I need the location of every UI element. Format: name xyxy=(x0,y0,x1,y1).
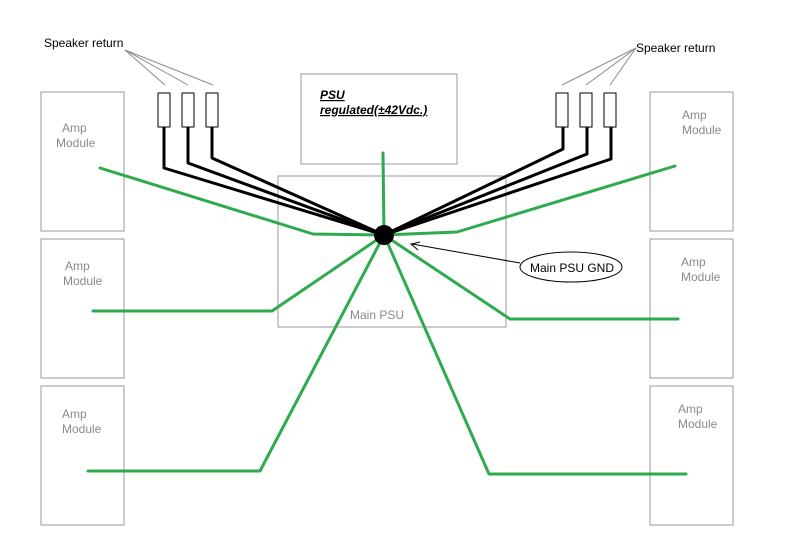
speaker-terminal xyxy=(579,92,593,128)
amp-module-right-middle: Amp Module xyxy=(649,238,734,379)
amp-module-label-line1: Amp xyxy=(678,402,703,416)
speaker-return-label-left: Speaker return xyxy=(44,36,123,50)
ground-wire-regulated-psu xyxy=(381,151,386,237)
amp-module-right-bottom: Amp Module xyxy=(649,385,734,526)
speaker-wire-right-3 xyxy=(382,124,613,237)
speaker-terminal xyxy=(603,92,617,128)
speaker-return-pointers-left xyxy=(124,49,214,86)
ground-wire-left-middle xyxy=(91,233,386,313)
amp-module-right-top: Amp Module xyxy=(649,91,734,232)
star-ground-node xyxy=(374,225,394,245)
amp-module-label-line1: Amp xyxy=(62,121,87,135)
speaker-terminals-right xyxy=(555,92,617,128)
speaker-terminal xyxy=(157,92,171,128)
ground-wire-left-bottom xyxy=(86,233,386,473)
main-psu-label: Main PSU xyxy=(350,308,404,322)
regulated-psu-title: PSU xyxy=(320,88,345,102)
speaker-terminals-left xyxy=(157,92,219,128)
amp-module-label-line1: Amp xyxy=(65,259,90,273)
amp-module-label-line1: Amp xyxy=(682,108,707,122)
speaker-return-wires xyxy=(162,124,613,237)
amp-module-left-bottom: Amp Module xyxy=(40,385,125,526)
speaker-terminal xyxy=(555,92,569,128)
speaker-wire-right-2 xyxy=(382,124,589,237)
amp-module-left-middle: Amp Module xyxy=(40,238,125,379)
speaker-terminal xyxy=(181,92,195,128)
ground-wire-right-middle xyxy=(382,233,680,321)
speaker-return-pointers-right xyxy=(561,47,637,86)
speaker-return-label-right: Speaker return xyxy=(636,41,715,55)
speaker-wire-left-3 xyxy=(210,124,386,237)
regulated-psu-box: PSU regulated(±42Vdc.) xyxy=(300,73,458,165)
amp-module-label-line2: Module xyxy=(682,123,722,137)
speaker-wire-left-1 xyxy=(162,124,386,237)
amp-module-label-line1: Amp xyxy=(62,407,87,421)
main-psu-gnd-label: Main PSU GND xyxy=(530,261,614,275)
amp-module-label-line2: Module xyxy=(678,417,718,431)
speaker-wire-right-1 xyxy=(382,124,565,237)
amp-module-label-line2: Module xyxy=(62,422,102,436)
amp-module-label-line1: Amp xyxy=(681,255,706,269)
main-psu-gnd-callout: Main PSU GND xyxy=(409,241,623,283)
amp-module-label-line2: Module xyxy=(56,136,96,150)
regulated-psu-subtitle: regulated(±42Vdc.) xyxy=(320,103,427,117)
speaker-wire-left-2 xyxy=(186,124,386,237)
ground-wire-right-bottom xyxy=(382,233,688,476)
speaker-terminal xyxy=(205,92,219,128)
ground-wires xyxy=(86,151,688,476)
amp-module-label-line2: Module xyxy=(63,274,103,288)
ground-wire-left-top xyxy=(98,166,386,237)
amp-module-left-top: Amp Module xyxy=(40,91,125,232)
amp-module-label-line2: Module xyxy=(681,270,721,284)
ground-wire-right-top xyxy=(382,164,677,237)
